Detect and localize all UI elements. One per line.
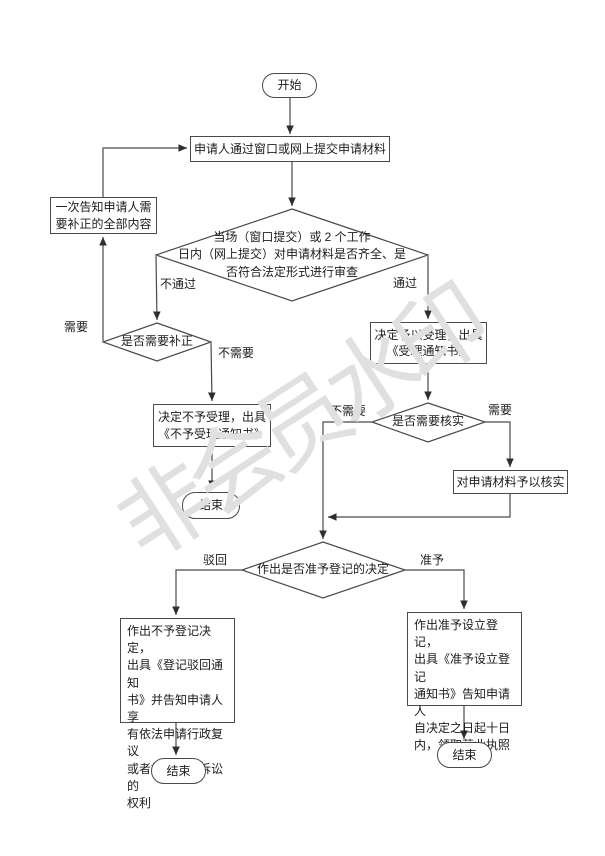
reject-acceptance-node: 决定不予受理，出具 《不予受理通知书》 (153, 404, 271, 447)
edge-verify-need (485, 421, 514, 467)
edge-label-verify-need: 需要 (488, 403, 513, 417)
edge-notify-to-submit (102, 144, 187, 197)
decide-diamond-shape (240, 541, 407, 599)
edge-verify-noneed (319, 421, 372, 539)
edge-label-noneed: 不需要 (218, 346, 255, 360)
edge-review-fail (153, 255, 161, 321)
approve-registration-node: 作出准予设立登记， 出具《准予设立登记 通知书》告知申请人 自决定之日起十日 内… (407, 612, 522, 752)
edge-label-grant: 准予 (420, 553, 445, 567)
edge-label-verify-noneed: 不需要 (330, 404, 367, 418)
edge-label-reject: 驳回 (203, 553, 228, 567)
edge-decide-reject (172, 569, 242, 615)
review-diamond-shape (154, 208, 430, 302)
end-node-2: 结束 (151, 758, 206, 784)
end-node-1: 结束 (182, 492, 240, 519)
accept-node: 决定予以受理，出具 《受理通知书》 (370, 322, 487, 364)
do-verify-node: 对申请材料予以核实 (453, 470, 568, 494)
edge-label-pass: 通过 (393, 276, 418, 290)
needfix-diamond-shape (101, 322, 213, 362)
submit-materials-node: 申请人通过窗口或网上提交申请材料 (190, 136, 390, 162)
edge-label-fail: 不通过 (160, 277, 197, 291)
end-node-3: 结束 (437, 742, 492, 768)
verify-diamond-shape (370, 402, 487, 443)
deny-registration-node: 作出不予登记决定， 出具《登记驳回通知 书》并告知申请人享 有依法申请行政复议 … (120, 618, 235, 810)
edge-needfix-noneed (208, 342, 216, 402)
edge-label-need: 需要 (64, 320, 89, 334)
edge-doverify-return (328, 494, 511, 521)
notify-correction-node: 一次告知申请人需 要补正的全部内容 (50, 197, 157, 234)
edge-decide-grant (405, 569, 468, 609)
start-node: 开始 (262, 73, 317, 98)
